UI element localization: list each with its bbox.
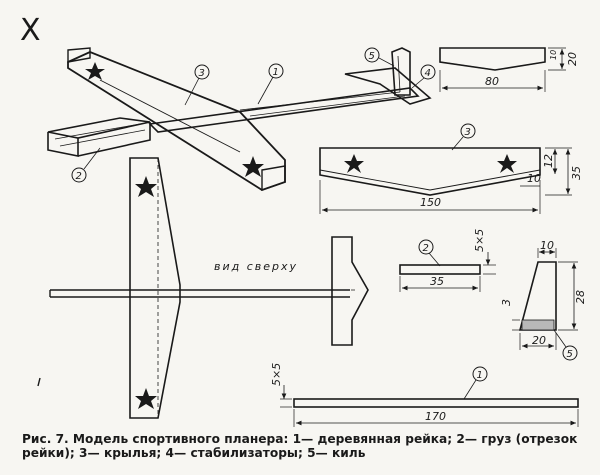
dim-fin-height: 28: [574, 290, 587, 304]
dim-stabilizer-height: 20: [566, 52, 579, 66]
top-view-star-lower: [135, 388, 157, 409]
dim-fin-slot: 3: [500, 299, 513, 306]
dim-weight-section: 5×5: [473, 229, 486, 252]
dim-wing-length: 150: [420, 196, 441, 209]
weight-bar-perspective: [47, 117, 151, 157]
dim-stabilizer-length: 80: [485, 75, 499, 88]
callout-weight-perspective: 2: [76, 171, 82, 182]
top-view-wing: [129, 157, 181, 419]
callout-fin-perspective: 5: [369, 51, 375, 62]
stabilizer-detail: 80 20 10: [439, 47, 579, 92]
top-view-stabilizer: [331, 236, 369, 346]
fin-perspective: [391, 47, 411, 96]
callout-weight-detail: 2: [423, 243, 429, 254]
caption-line-2: рейки); 3— крылья; 4— стабилизаторы; 5— …: [22, 446, 366, 460]
wing-detail-star-left: [344, 154, 364, 173]
dim-fin-base: 20: [532, 334, 546, 347]
figure-caption: Рис. 7. Модель спортивного планера: 1— д…: [22, 432, 582, 460]
dim-weight-length: 35: [430, 275, 444, 288]
wing-star-2: [242, 156, 264, 177]
callout-rail-detail: 1: [477, 370, 483, 381]
callout-fin-detail: 5: [567, 349, 573, 360]
weight-detail: 2 35 5×5: [399, 229, 496, 292]
dim-wing-height: 35: [570, 166, 583, 180]
callout-wing-perspective: 3: [199, 68, 205, 79]
wing-star-1: [85, 62, 105, 80]
corner-x-mark: X: [20, 13, 41, 48]
top-view-star-upper: [135, 176, 157, 197]
glider-perspective-view: 3 1 2 5 4: [47, 47, 436, 191]
callout-rail-perspective: 1: [273, 67, 279, 78]
stabilizer-perspective: [344, 67, 432, 105]
top-view-label: вид сверху: [214, 260, 298, 273]
wing-detail-star-right: [497, 154, 517, 173]
callout-wing-detail: 3: [465, 127, 471, 138]
dim-wing-root: 12: [542, 154, 555, 168]
dim-rail-length: 170: [425, 410, 446, 423]
caption-line-1: Рис. 7. Модель спортивного планера: 1— д…: [22, 432, 578, 446]
rail-detail: 1 170 5×5: [270, 363, 579, 427]
glider-top-view: вид сверху: [49, 157, 369, 419]
dim-wing-tip: 10: [527, 172, 541, 185]
wing-detail: 3 150 35 12 10: [319, 123, 583, 214]
rail-perspective: [148, 87, 420, 133]
dim-rail-section: 5×5: [270, 363, 283, 386]
fin-detail: 10 28 20 3 5: [500, 239, 587, 361]
callout-stabilizer-perspective: 4: [425, 68, 431, 79]
stray-mark: [37, 377, 41, 387]
dim-stabilizer-notch: 10: [549, 50, 558, 60]
dim-fin-top: 10: [540, 239, 554, 252]
